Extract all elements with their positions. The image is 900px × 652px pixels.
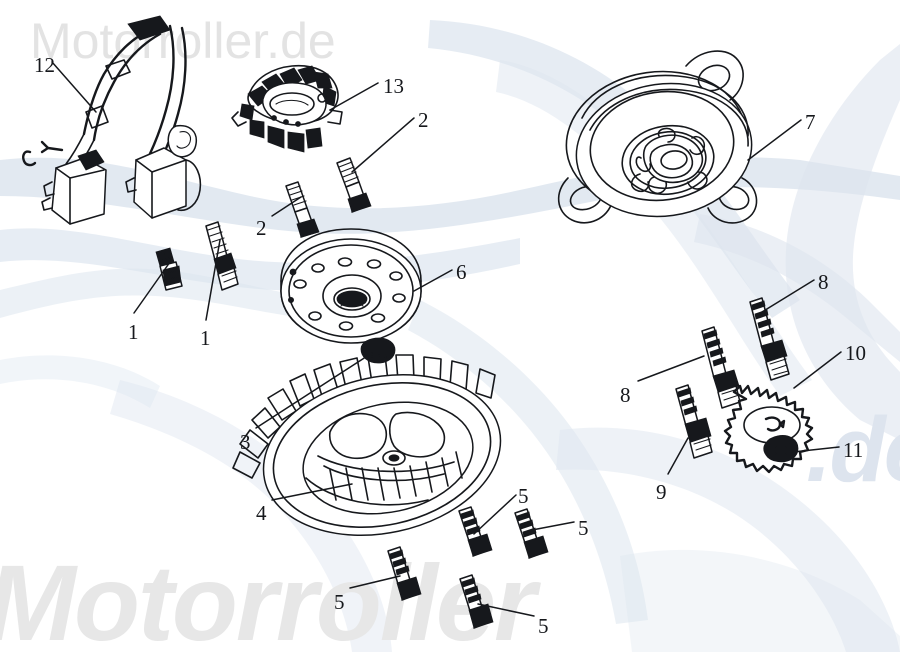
callout-leader-lines: [51, 61, 842, 617]
callout-label-pickup-coil-screw-right: 1: [200, 326, 211, 350]
callout-label-cooling-fan: 4: [256, 501, 267, 525]
callout-label-stator-screw-lower: 2: [256, 216, 267, 240]
callout-label-fan-bolt-2: 5: [578, 516, 589, 540]
part-8-oil-pump-bolt-middle: [701, 326, 741, 409]
callout-label-fan-bolt-4: 5: [538, 614, 549, 638]
part-1-pickup-coil-screw-right: [205, 221, 239, 291]
callout-label-fan-bolt-1: 5: [518, 484, 529, 508]
callout-label-oil-pump-bolt-lower: 9: [656, 480, 667, 504]
part-11-oil-pump-nut: [763, 435, 799, 463]
part-13-stator-assembly: [231, 64, 343, 153]
callout-label-fan-bolt-3: 5: [334, 590, 345, 614]
part-5-fan-bolt-1: [458, 506, 493, 557]
part-1-pickup-coil-screw-left: [155, 247, 183, 291]
part-5-fan-bolt-2: [514, 508, 549, 559]
part-9-oil-pump-bolt-lower: [675, 384, 713, 459]
callout-label-flywheel-rotor: 6: [456, 260, 467, 284]
callout-label-stator-screw-upper: 2: [418, 108, 429, 132]
part-6-flywheel-rotor: [280, 228, 422, 344]
watermark-bottom: Motorroller: [0, 542, 536, 652]
part-3-flywheel-key-collar: [360, 337, 396, 364]
callout-label-oil-pump-assembly: 7: [805, 110, 816, 134]
part-2-stator-screw-lower: [285, 181, 320, 238]
callout-label-stator-assembly: 13: [383, 74, 404, 98]
callout-label-ignition-pickup-coil-wire: 12: [34, 53, 55, 77]
callout-label-oil-pump-drive-sprocket: 10: [845, 341, 866, 365]
callout-label-oil-pump-nut: 11: [843, 438, 864, 462]
part-5-fan-bolt-4: [459, 574, 494, 629]
part-5-fan-bolt-3: [387, 546, 422, 601]
callout-label-flywheel-woodruff-key-nut: 3: [240, 430, 251, 454]
callout-label-oil-pump-bolt-middle: 8: [620, 383, 631, 407]
callout-label-pickup-coil-screw-left: 1: [128, 320, 139, 344]
watermark-top: Motorroller.de: [30, 13, 336, 69]
part-7-oil-pump-assembly: [557, 50, 758, 224]
callout-label-oil-pump-bolt-upper: 8: [818, 270, 829, 294]
watermark-right-de: .de: [806, 399, 900, 501]
part-2-stator-screw-upper: [336, 157, 372, 213]
part-8-oil-pump-bolt-upper: [749, 297, 790, 381]
part-12-pickup-coil-assembly: [22, 15, 202, 225]
